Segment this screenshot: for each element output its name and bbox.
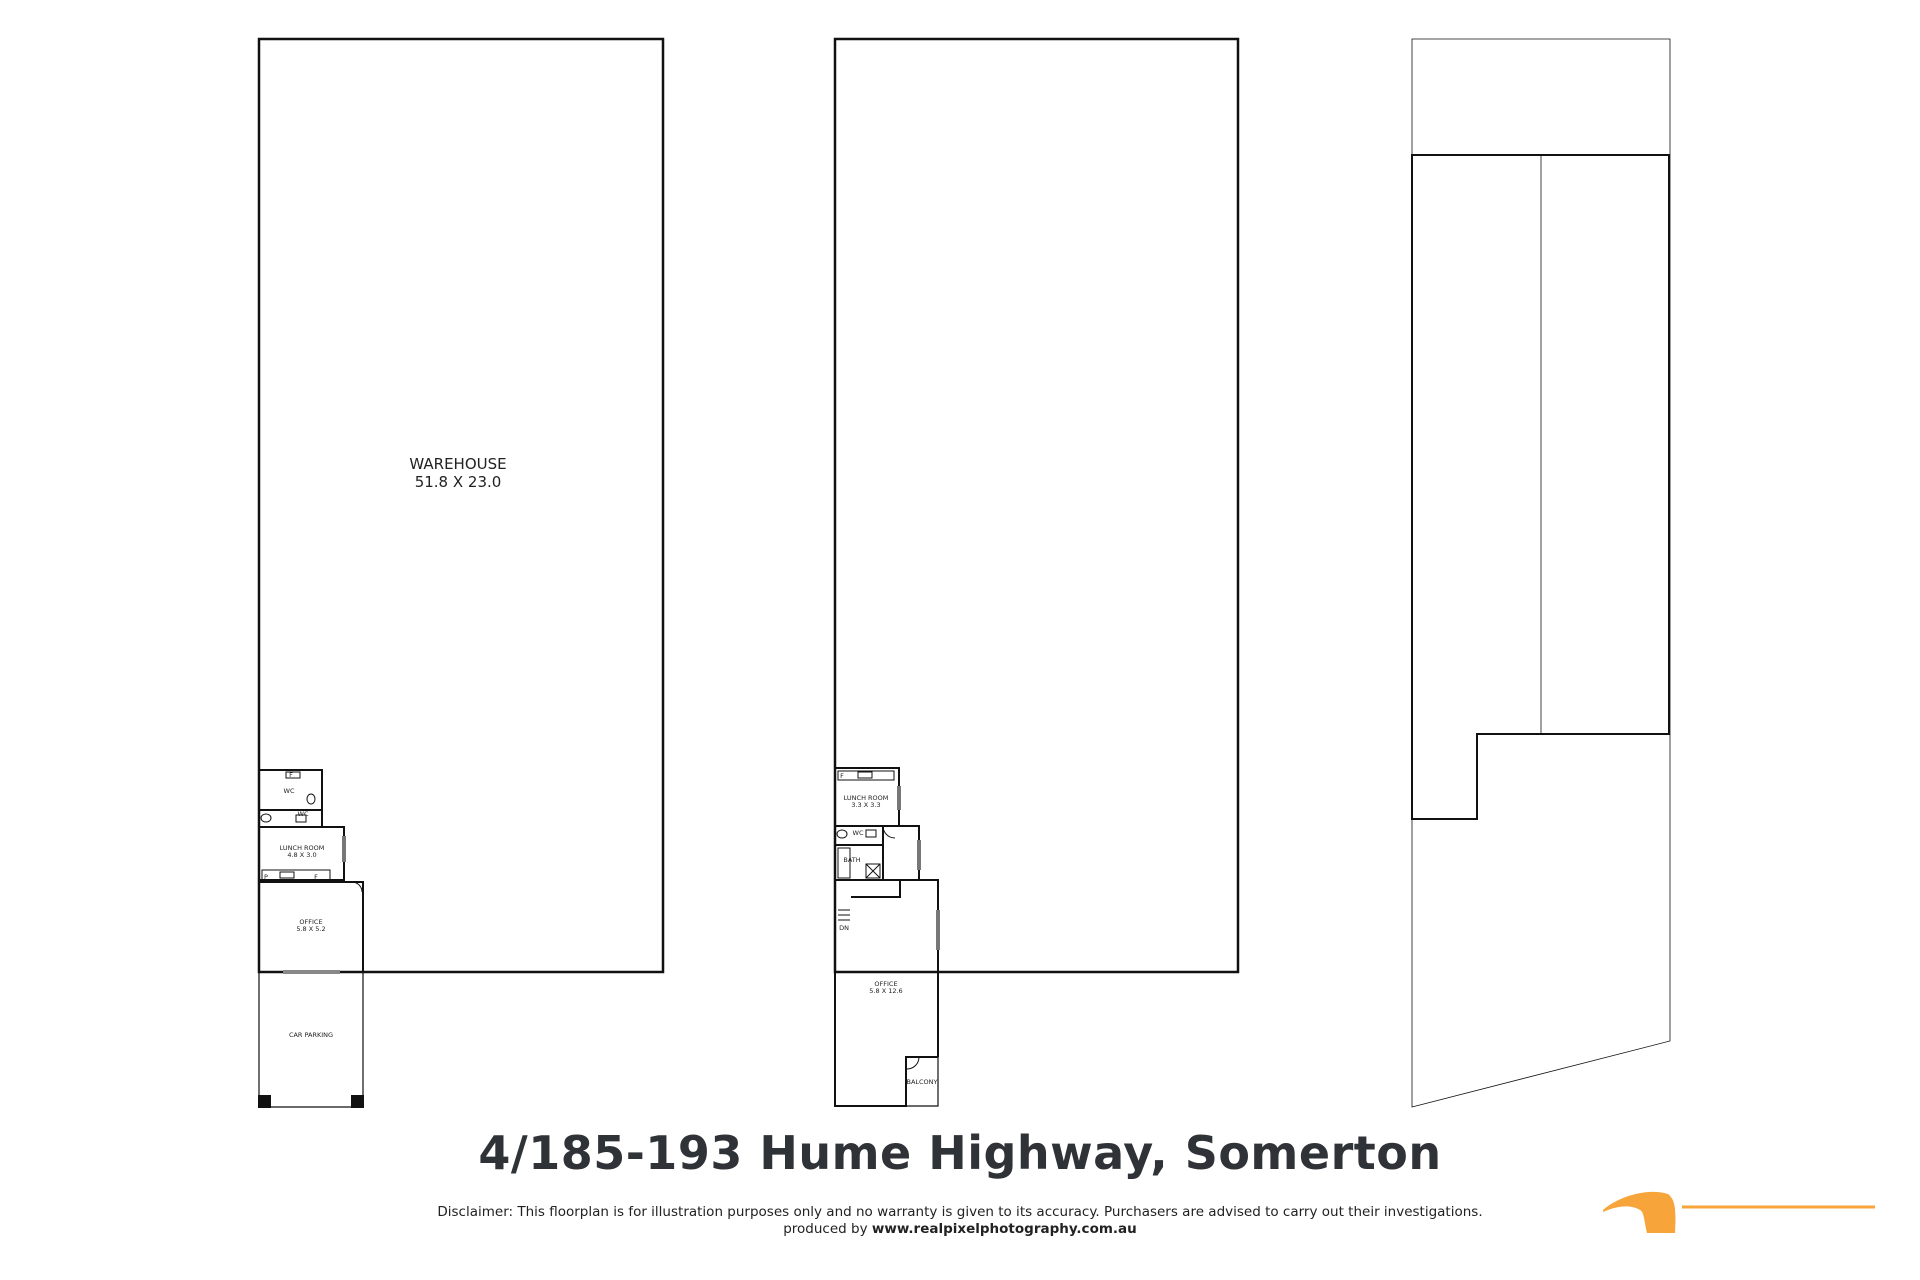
first-floor-plan [833, 37, 1240, 1107]
ff-bath-tub-icon [837, 847, 851, 879]
first-floor-outline [833, 37, 1240, 974]
ff-toilet-icon [836, 829, 848, 839]
ground-office-outline [259, 881, 364, 972]
ff-door-swing-icon [906, 1056, 920, 1070]
column-left [258, 1095, 271, 1108]
ff-office-outline [900, 879, 939, 1057]
ff-fridge-label: F [840, 772, 844, 780]
ff-lunch-room-dimensions: 3.3 X 3.3 [851, 801, 880, 809]
balcony-label: BALCONY [906, 1078, 937, 1086]
ff-balcony-outline [905, 1057, 939, 1107]
produced-by-line: produced by www.realpixelphotography.com… [0, 1221, 1920, 1237]
site-plan [1411, 38, 1671, 1108]
fridge-label: F [289, 771, 293, 779]
ff-lunch-room-label: LUNCH ROOM [844, 794, 889, 802]
ground-office-dimensions: 5.8 X 5.2 [296, 925, 325, 933]
produced-by-url[interactable]: www.realpixelphotography.com.au [871, 1221, 1137, 1237]
ground-floor-plan [257, 37, 665, 1108]
warehouse-outline [257, 37, 665, 974]
car-parking-label: CAR PARKING [289, 1031, 333, 1039]
ff-basin-icon [865, 829, 877, 838]
ff-kitchen-bench [837, 770, 895, 781]
logo-mark [1603, 1191, 1676, 1233]
ff-shower-cross [865, 863, 881, 879]
basin-icon [295, 814, 307, 823]
ff-office-dimensions: 5.8 X 12.6 [869, 987, 902, 995]
column-right [351, 1095, 364, 1108]
warehouse-label: WAREHOUSE [409, 455, 506, 473]
wc-fixture-basin [285, 771, 301, 779]
disclaimer-text: Disclaimer: This floorplan is for illust… [437, 1204, 1483, 1220]
lunch-room-label: LUNCH ROOM [280, 844, 325, 852]
ff-office-label: OFFICE [874, 980, 897, 988]
ground-office-label: OFFICE [299, 918, 322, 926]
lunch-room-dimensions: 4.8 X 3.0 [287, 851, 316, 859]
warehouse-dimensions: 51.8 X 23.0 [415, 473, 502, 491]
wc-1-label: WC [284, 787, 295, 795]
building-footprint [1411, 154, 1670, 820]
produced-by-prefix: produced by [783, 1221, 868, 1237]
ff-shower-icon [865, 863, 881, 879]
toilet-icon [306, 793, 316, 805]
kitchen-bench [261, 869, 331, 881]
ff-stair-landing [851, 879, 901, 898]
ff-bath-label: BATH [843, 856, 860, 864]
car-parking-outline [258, 972, 364, 1108]
toilet-icon [260, 813, 272, 823]
ff-door-swing-icon [882, 825, 896, 839]
door-swing-icon [351, 881, 363, 893]
stairs-down-label: DN [839, 924, 849, 932]
sink-icon [279, 871, 295, 879]
property-address-title: 4/185-193 Hume Highway, Somerton [478, 1126, 1442, 1180]
wc-2-outline [259, 809, 323, 828]
ff-corridor [899, 825, 920, 881]
pantry-label: P [264, 873, 268, 881]
company-logo [1603, 1191, 1875, 1233]
wc-2-label: WC [298, 810, 309, 818]
ff-sink-icon [857, 771, 873, 779]
ff-wc-label: WC [853, 829, 864, 837]
fridge-label: F [314, 873, 318, 881]
